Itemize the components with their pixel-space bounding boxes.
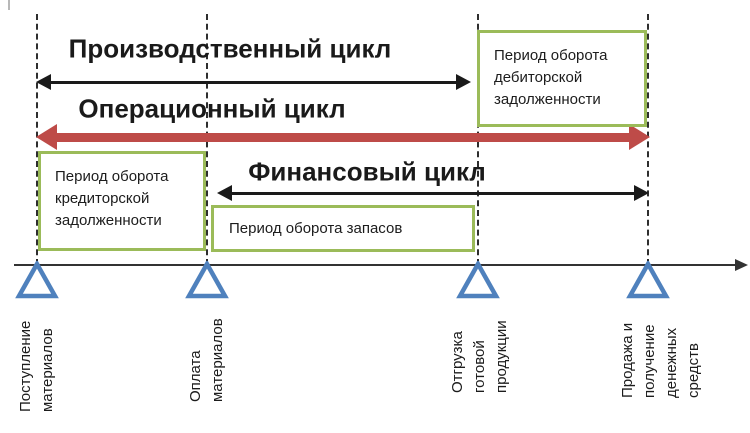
arrowhead-left-icon xyxy=(36,124,57,150)
event-label-materials-payment: Оплата материалов xyxy=(187,318,226,402)
event-label-materials-receipt: Поступление материалов xyxy=(17,320,56,412)
receivables-turnover-box: Период оборота дебиторской задолженности xyxy=(477,30,647,127)
payables-turnover-label: Период оборота кредиторской задолженност… xyxy=(55,168,169,229)
arrow-shaft xyxy=(230,191,635,195)
event-label-cash-receipt: Продажа и получение денежных средств xyxy=(619,322,702,398)
arrow-shaft xyxy=(49,80,459,84)
financial-cycle-title: Финансовый цикл xyxy=(248,156,486,187)
arrowhead-right-icon xyxy=(629,124,650,150)
production-cycle-title: Производственный цикл xyxy=(68,33,392,64)
event-label-goods-shipment: Отгрузка готовой продукции xyxy=(449,320,510,393)
timeline-arrowhead-icon xyxy=(735,259,748,271)
operating-cycle-title: Операционный цикл xyxy=(78,93,346,124)
arrowhead-left-icon xyxy=(36,74,51,90)
payables-turnover-box: Период оборота кредиторской задолженност… xyxy=(38,151,206,251)
arrowhead-left-icon xyxy=(217,185,232,201)
inventory-turnover-box: Период оборота запасов xyxy=(211,205,475,252)
event-marker-icon xyxy=(626,261,670,299)
event-marker-icon xyxy=(456,261,500,299)
event-marker-icon xyxy=(185,261,229,299)
arrowhead-right-icon xyxy=(634,185,649,201)
inventory-turnover-label: Период оборота запасов xyxy=(229,219,403,237)
event-marker-icon xyxy=(15,261,59,299)
arrow-shaft xyxy=(55,132,631,142)
arrowhead-right-icon xyxy=(456,74,471,90)
timeline-axis xyxy=(14,264,736,266)
receivables-turnover-label: Период оборота дебиторской задолженности xyxy=(494,47,608,108)
scan-artifact xyxy=(8,0,10,10)
